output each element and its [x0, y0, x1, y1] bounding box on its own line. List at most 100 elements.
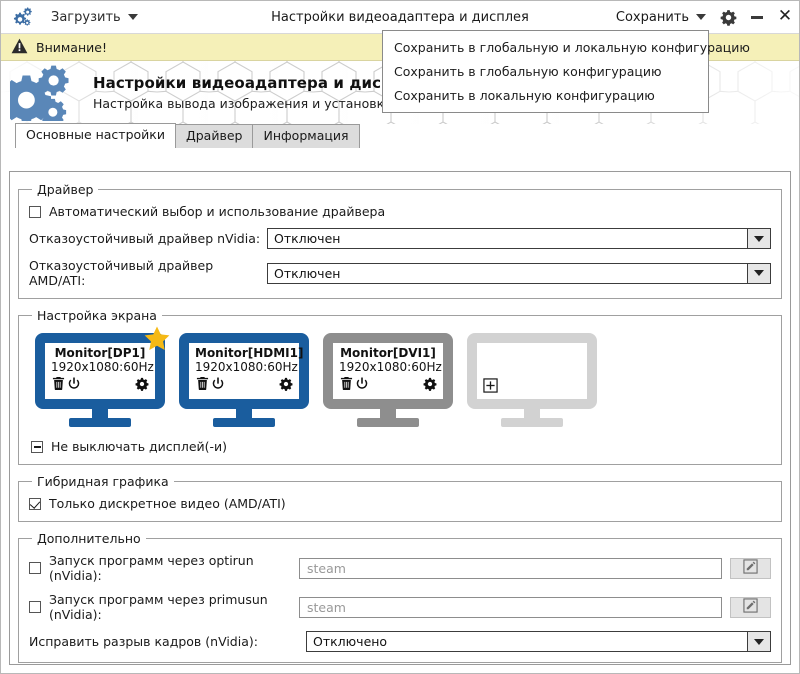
- amd-fallback-row: Отказоустойчивый драйвер AMD/ATI: Отключ…: [29, 258, 771, 288]
- amd-fallback-value: Отключен: [274, 265, 341, 281]
- monitor-screen: Monitor[DP1] 1920x1080:60Hz: [35, 333, 165, 409]
- trash-icon[interactable]: [195, 376, 210, 391]
- optirun-input[interactable]: steam: [299, 557, 722, 579]
- discrete-only-label: Только дискретное видео (AMD/ATI): [49, 496, 286, 511]
- monitor-actions: [339, 376, 437, 391]
- chevron-down-icon[interactable]: [747, 263, 770, 283]
- power-icon[interactable]: [210, 376, 225, 391]
- edit-pencil-icon: [743, 559, 758, 577]
- gear-icon[interactable]: [134, 376, 149, 391]
- primusrun-checkbox[interactable]: Запуск программ через primusun (nVidia):: [29, 592, 299, 622]
- primusrun-row: Запуск программ через primusun (nVidia):…: [29, 592, 771, 622]
- primusrun-input[interactable]: steam: [299, 596, 722, 618]
- checkbox-box[interactable]: [29, 601, 41, 613]
- discrete-only-checkbox[interactable]: Только дискретное видео (AMD/ATI): [29, 496, 286, 511]
- monitor-name: Monitor[DVI1]: [340, 346, 436, 360]
- monitor-neck: [524, 409, 540, 418]
- nvidia-fallback-row: Отказоустойчивый драйвер nVidia: Отключе…: [29, 228, 771, 249]
- tearfree-row: Исправить разрыв кадров (nVidia): Отключ…: [29, 631, 771, 652]
- save-dropdown-menu[interactable]: Сохранить в глобальную и локальную конфи…: [382, 30, 750, 113]
- amd-fallback-label: Отказоустойчивый драйвер AMD/ATI:: [29, 258, 214, 288]
- checkbox-box[interactable]: [29, 562, 41, 574]
- nvidia-fallback-select[interactable]: Отключен: [267, 228, 771, 249]
- primusrun-edit-button[interactable]: [730, 596, 771, 618]
- advanced-group-legend: Дополнительно: [37, 531, 141, 546]
- monitor-screen: Monitor[DVI1] 1920x1080:60Hz: [323, 333, 453, 409]
- monitor-card-add[interactable]: [467, 333, 597, 427]
- chevron-down-icon[interactable]: [747, 229, 770, 248]
- tab-driver[interactable]: Драйвер: [174, 124, 254, 148]
- gear-icon[interactable]: [278, 376, 293, 391]
- hybrid-graphics-legend: Гибридная графика: [37, 474, 169, 489]
- monitor-actions: [195, 376, 293, 391]
- gear-icon[interactable]: [719, 8, 737, 26]
- tab-bar: Основные настройки Драйвер Информация: [15, 123, 799, 148]
- monitor-neck: [92, 409, 108, 418]
- monitor-list: Monitor[DP1] 1920x1080:60Hz: [29, 326, 771, 427]
- monitor-card-dvi1[interactable]: Monitor[DVI1] 1920x1080:60Hz: [323, 333, 453, 427]
- monitor-screen: [467, 333, 597, 409]
- discrete-only-row: Только дискретное видео (AMD/ATI): [29, 496, 771, 511]
- optirun-checkbox[interactable]: Запуск программ через optirun (nVidia):: [29, 553, 299, 583]
- warning-triangle-icon: [11, 38, 28, 57]
- save-menu-button[interactable]: Сохранить: [616, 10, 706, 25]
- monitor-card-hdmi1[interactable]: Monitor[HDMI1] 1920x1080:60Hz: [179, 333, 309, 427]
- minimize-icon[interactable]: [750, 10, 764, 24]
- keep-display-on-checkbox[interactable]: Не выключать дисплей(-и): [31, 439, 771, 454]
- checkbox-box[interactable]: [29, 205, 41, 218]
- tearfree-value: Отключено: [313, 634, 388, 649]
- auto-driver-label: Автоматический выбор и использование дра…: [49, 204, 386, 219]
- menu-item-save-local[interactable]: Сохранить в локальную конфигурацию: [394, 88, 655, 103]
- banner-gears-icon: [1, 65, 93, 121]
- monitor-base: [501, 418, 563, 427]
- primary-star-icon: [143, 325, 171, 353]
- tearfree-select[interactable]: Отключено: [306, 631, 771, 652]
- close-icon[interactable]: ✕: [777, 6, 793, 26]
- nvidia-fallback-label: Отказоустойчивый драйвер nVidia:: [29, 231, 261, 246]
- chevron-down-icon: [696, 14, 706, 20]
- optirun-label: Запуск программ через optirun (nVidia):: [49, 553, 254, 583]
- tearfree-label: Исправить разрыв кадров (nVidia):: [29, 634, 258, 649]
- driver-group-legend: Драйвер: [37, 182, 94, 197]
- gears-icon: [11, 5, 37, 29]
- driver-group: Драйвер Автоматический выбор и использов…: [18, 182, 782, 299]
- menu-item-save-global[interactable]: Сохранить в глобальную конфигурацию: [394, 64, 662, 79]
- screen-group-legend: Настройка экрана: [37, 308, 157, 323]
- chevron-down-icon[interactable]: [747, 632, 770, 651]
- optirun-row: Запуск программ через optirun (nVidia): …: [29, 553, 771, 583]
- tab-information[interactable]: Информация: [252, 124, 360, 148]
- checkbox-box[interactable]: [29, 497, 41, 510]
- menu-item-save-global-local[interactable]: Сохранить в глобальную и локальную конфи…: [394, 40, 750, 55]
- monitor-neck: [236, 409, 252, 418]
- monitor-neck: [380, 409, 396, 418]
- monitor-actions: [51, 376, 149, 391]
- trash-icon[interactable]: [339, 376, 354, 391]
- screen-group: Настройка экрана Monitor[DP1] 1920x1080:…: [18, 308, 782, 465]
- auto-driver-checkbox[interactable]: Автоматический выбор и использование дра…: [29, 204, 385, 219]
- monitor-name: Monitor[DP1]: [54, 346, 146, 360]
- optirun-edit-button[interactable]: [730, 557, 771, 579]
- trash-icon[interactable]: [51, 376, 66, 391]
- load-menu-label: Загрузить: [51, 9, 121, 25]
- gear-icon[interactable]: [422, 376, 437, 391]
- hybrid-graphics-group: Гибридная графика Только дискретное виде…: [18, 474, 782, 522]
- monitor-mode: 1920x1080:60Hz: [339, 360, 442, 374]
- monitor-mode: 1920x1080:60Hz: [195, 360, 298, 374]
- keep-display-on-row: Не выключать дисплей(-и): [29, 439, 771, 454]
- monitor-card-dp1[interactable]: Monitor[DP1] 1920x1080:60Hz: [35, 326, 170, 427]
- load-menu-button[interactable]: Загрузить: [51, 10, 138, 25]
- tab-main-settings[interactable]: Основные настройки: [15, 123, 176, 148]
- power-icon[interactable]: [354, 376, 369, 391]
- plus-box-icon[interactable]: [483, 378, 498, 393]
- advanced-group: Дополнительно Запуск программ через opti…: [18, 531, 782, 663]
- monitor-base: [69, 418, 131, 427]
- save-menu-label: Сохранить: [615, 9, 689, 25]
- monitor-base: [213, 418, 275, 427]
- amd-fallback-select[interactable]: Отключен: [267, 262, 771, 284]
- power-icon[interactable]: [66, 376, 81, 391]
- checkbox-box[interactable]: [31, 440, 43, 453]
- page-title: Настройки видеоадаптера и дисплея: [93, 74, 423, 92]
- monitor-mode: 1920x1080:60Hz: [51, 360, 154, 374]
- nvidia-fallback-value: Отключен: [274, 231, 341, 246]
